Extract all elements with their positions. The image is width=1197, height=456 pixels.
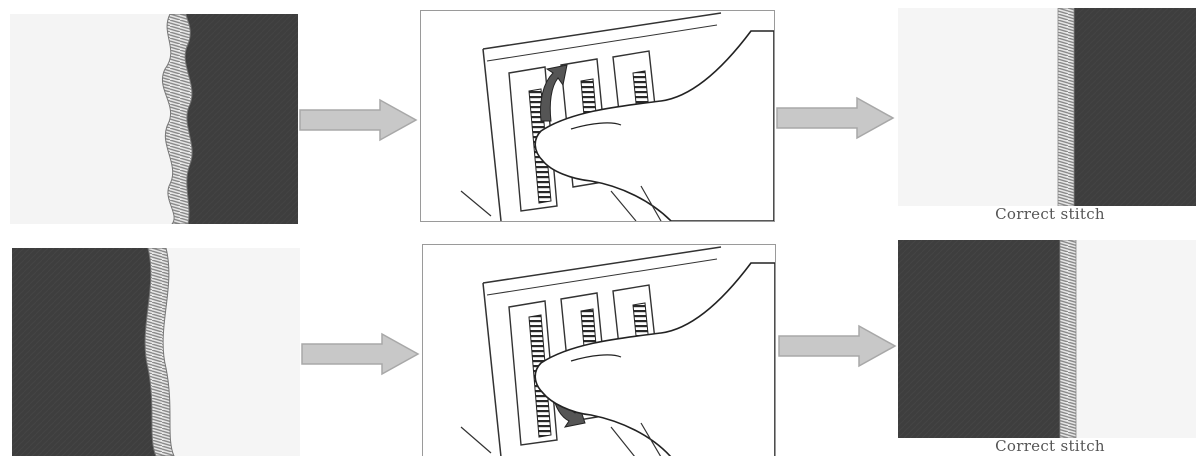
row1-before-photo [10, 14, 298, 224]
row1-result-caption: Correct stitch [950, 205, 1150, 223]
row1-arrow-2 [775, 96, 897, 140]
row2-dial-down-drawing [423, 245, 775, 456]
row2-result-caption: Correct stitch [950, 437, 1150, 455]
row1-after-photo [898, 8, 1196, 206]
row2-arrow-2 [777, 324, 899, 368]
row2-before-photo [12, 248, 300, 456]
row1-dial-up-drawing [421, 11, 774, 221]
row1-arrow-1 [298, 98, 420, 142]
row2-arrow-1 [300, 332, 422, 376]
row2-after-photo [898, 240, 1196, 438]
row2-dial-illustration [422, 244, 776, 456]
row1-dial-illustration [420, 10, 775, 222]
